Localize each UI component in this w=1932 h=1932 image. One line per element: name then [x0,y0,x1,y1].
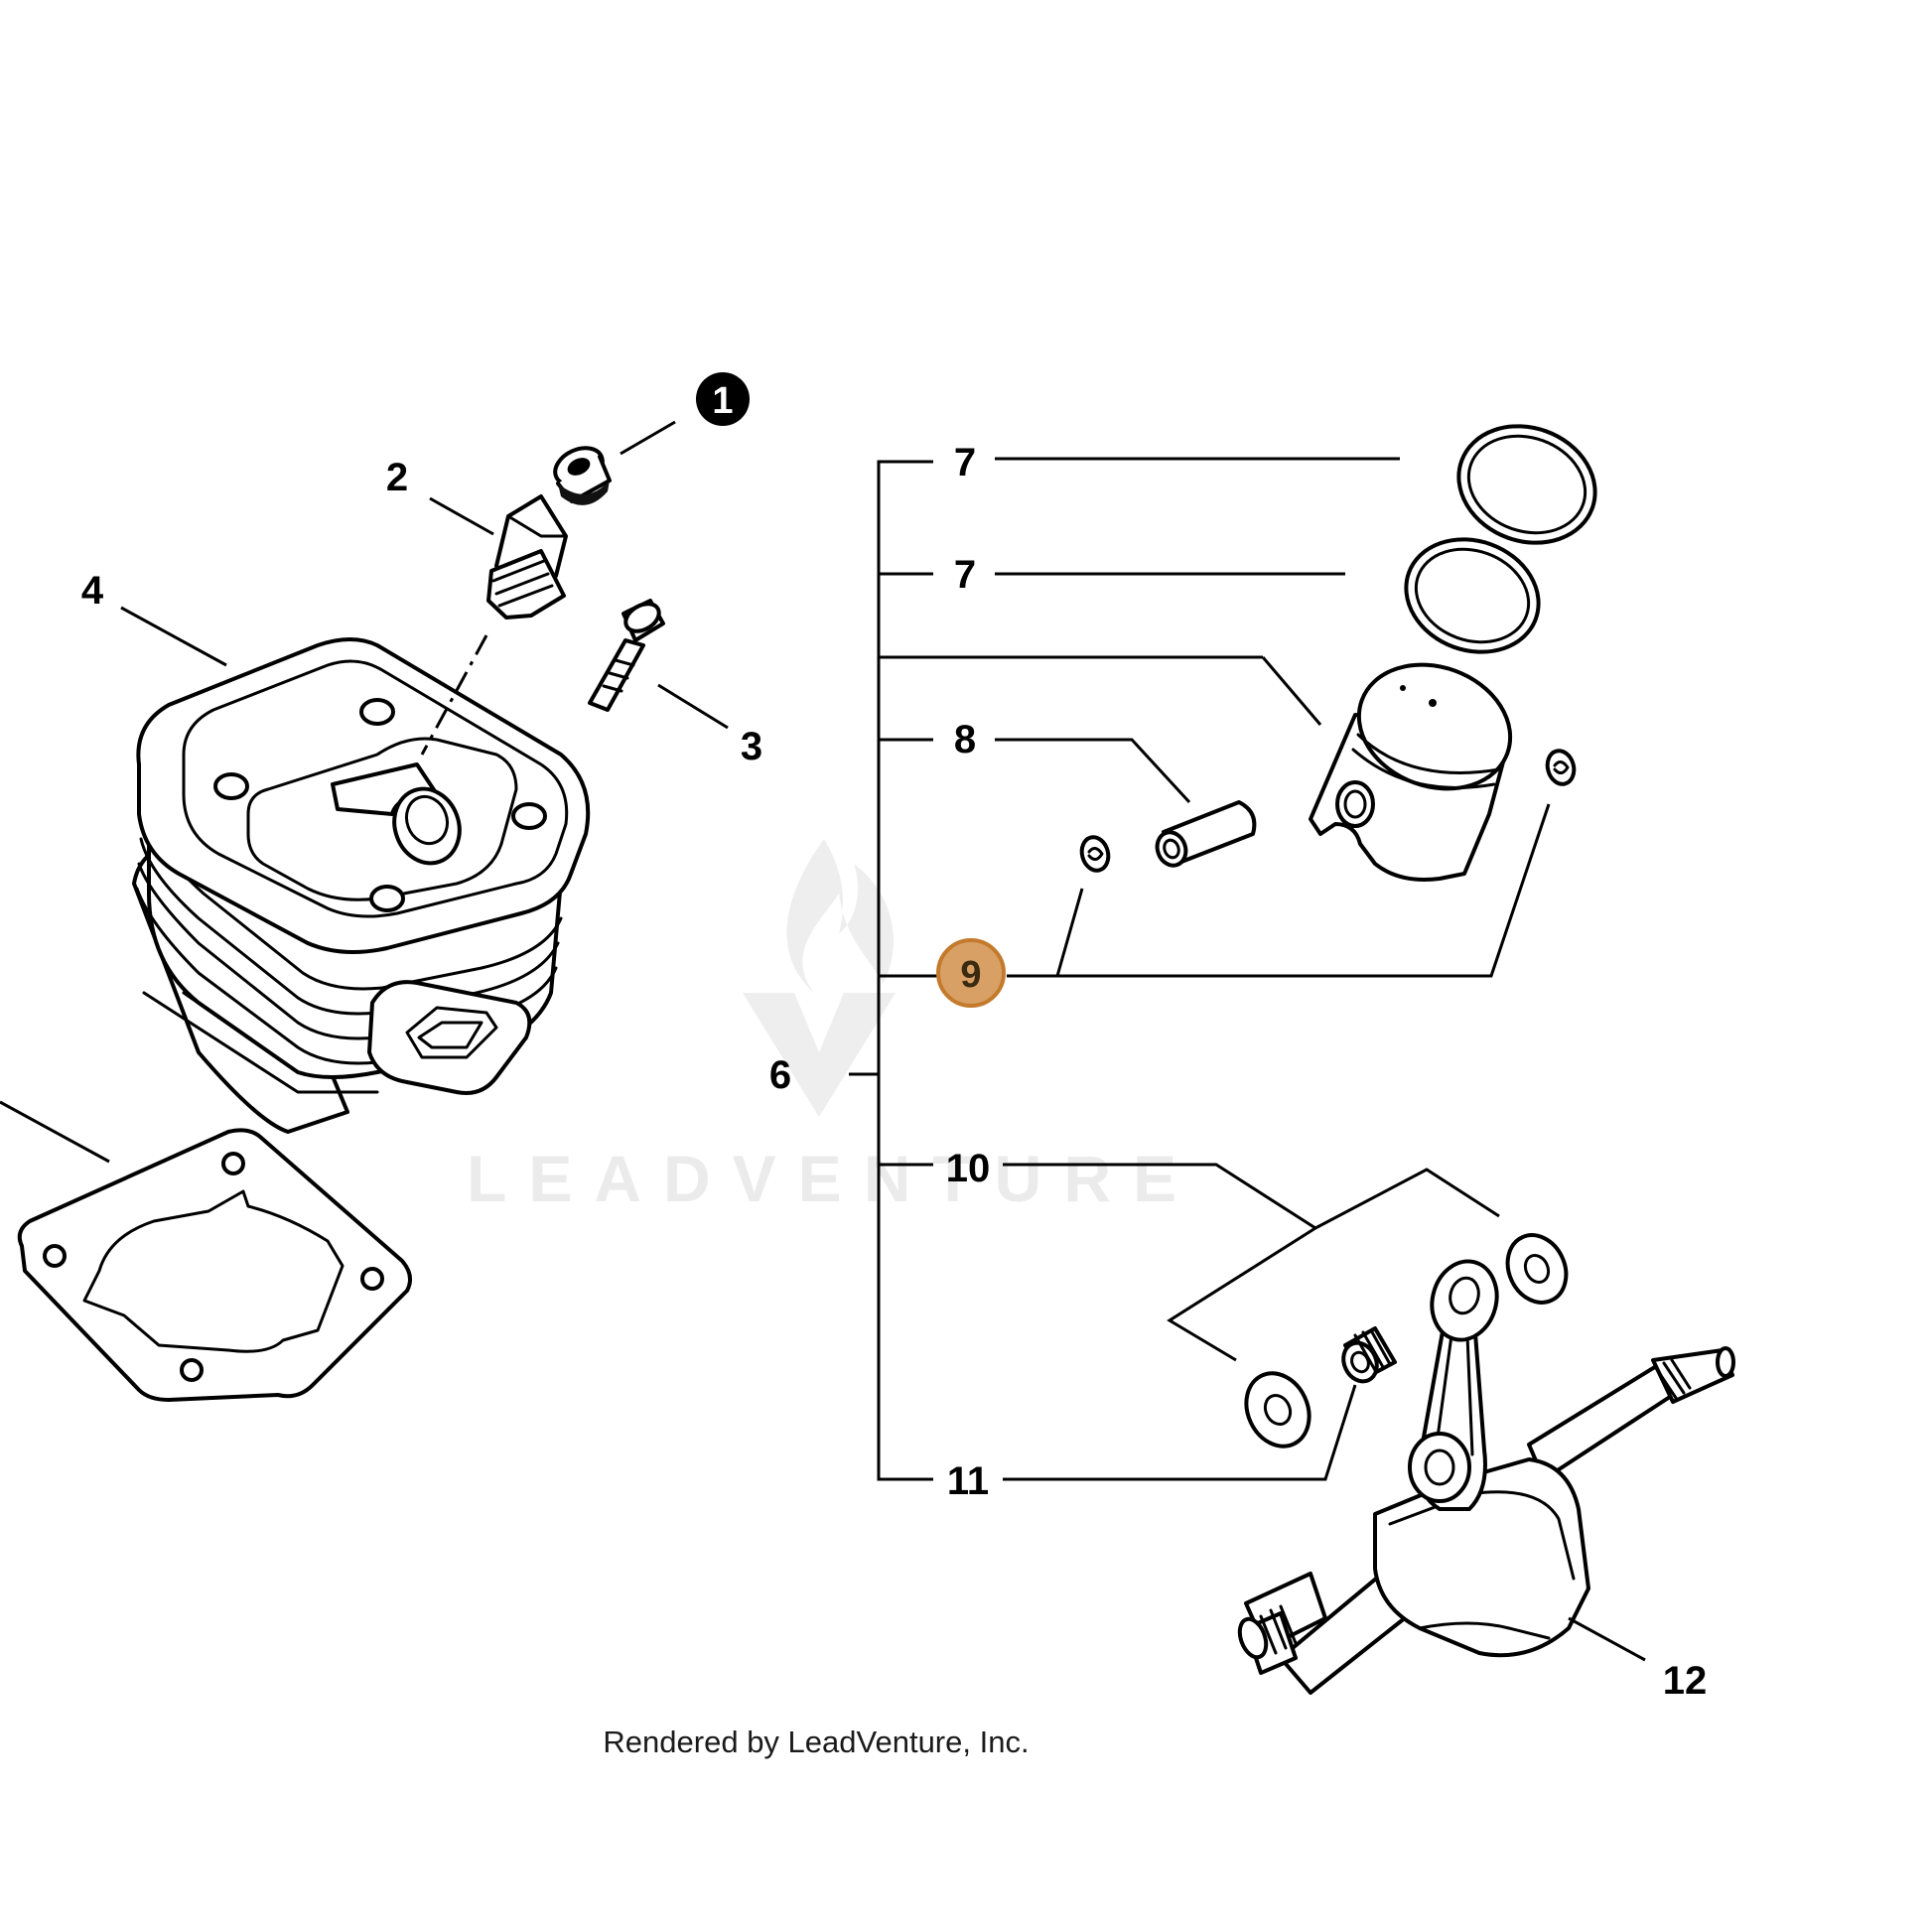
callout-11[interactable]: 11 [947,1459,989,1503]
callout-10[interactable]: 10 [946,1147,991,1190]
callout-1-text: 1 [712,380,733,422]
callout-2[interactable]: 2 [386,456,408,499]
part-7-ring-lower [1404,537,1541,654]
callout-4[interactable]: 4 [81,569,104,613]
watermark-text: LEADVENTURE [467,1142,1198,1215]
part-8-piston-pin [1155,800,1257,868]
right-leaders [849,457,1646,1662]
watermark-flame-icon [786,839,894,993]
part-10-bearing-upper [1505,1233,1569,1305]
callout-9: 9 [960,954,981,996]
watermark: LEADVENTURE [467,839,1198,1215]
part-10-bearing-lower [1244,1371,1311,1449]
watermark-v-icon [743,993,896,1117]
part-7-ring-upper [1456,424,1597,545]
callout-7b[interactable]: 7 [954,553,976,597]
callout-8[interactable]: 8 [954,718,976,761]
part-9-circlip-left [1079,835,1111,873]
piston [1309,662,1513,882]
part-4-cylinder [132,637,591,1134]
part-11-needle-bearing [1341,1326,1397,1384]
part-1-nut [553,446,612,505]
footer-credit: Rendered by LeadVenture, Inc. [603,1725,1029,1759]
part-3-screw [588,599,665,712]
callout-9-highlight[interactable]: 9 [936,938,1006,1008]
callout-12[interactable]: 12 [1663,1659,1708,1703]
callout-6[interactable]: 6 [769,1053,791,1097]
callout-3[interactable]: 3 [741,725,762,768]
part-base-gasket [17,1128,413,1402]
left-leaders [0,420,729,1164]
part-12-crankshaft [1237,1259,1735,1695]
callout-1[interactable]: 1 [696,372,750,426]
callout-7a[interactable]: 7 [954,441,976,484]
callouts: 1 2 3 4 6 7 7 8 9 10 11 12 [81,372,1707,1703]
part-9-circlip-right [1545,749,1577,786]
part-2-valve [486,494,568,620]
